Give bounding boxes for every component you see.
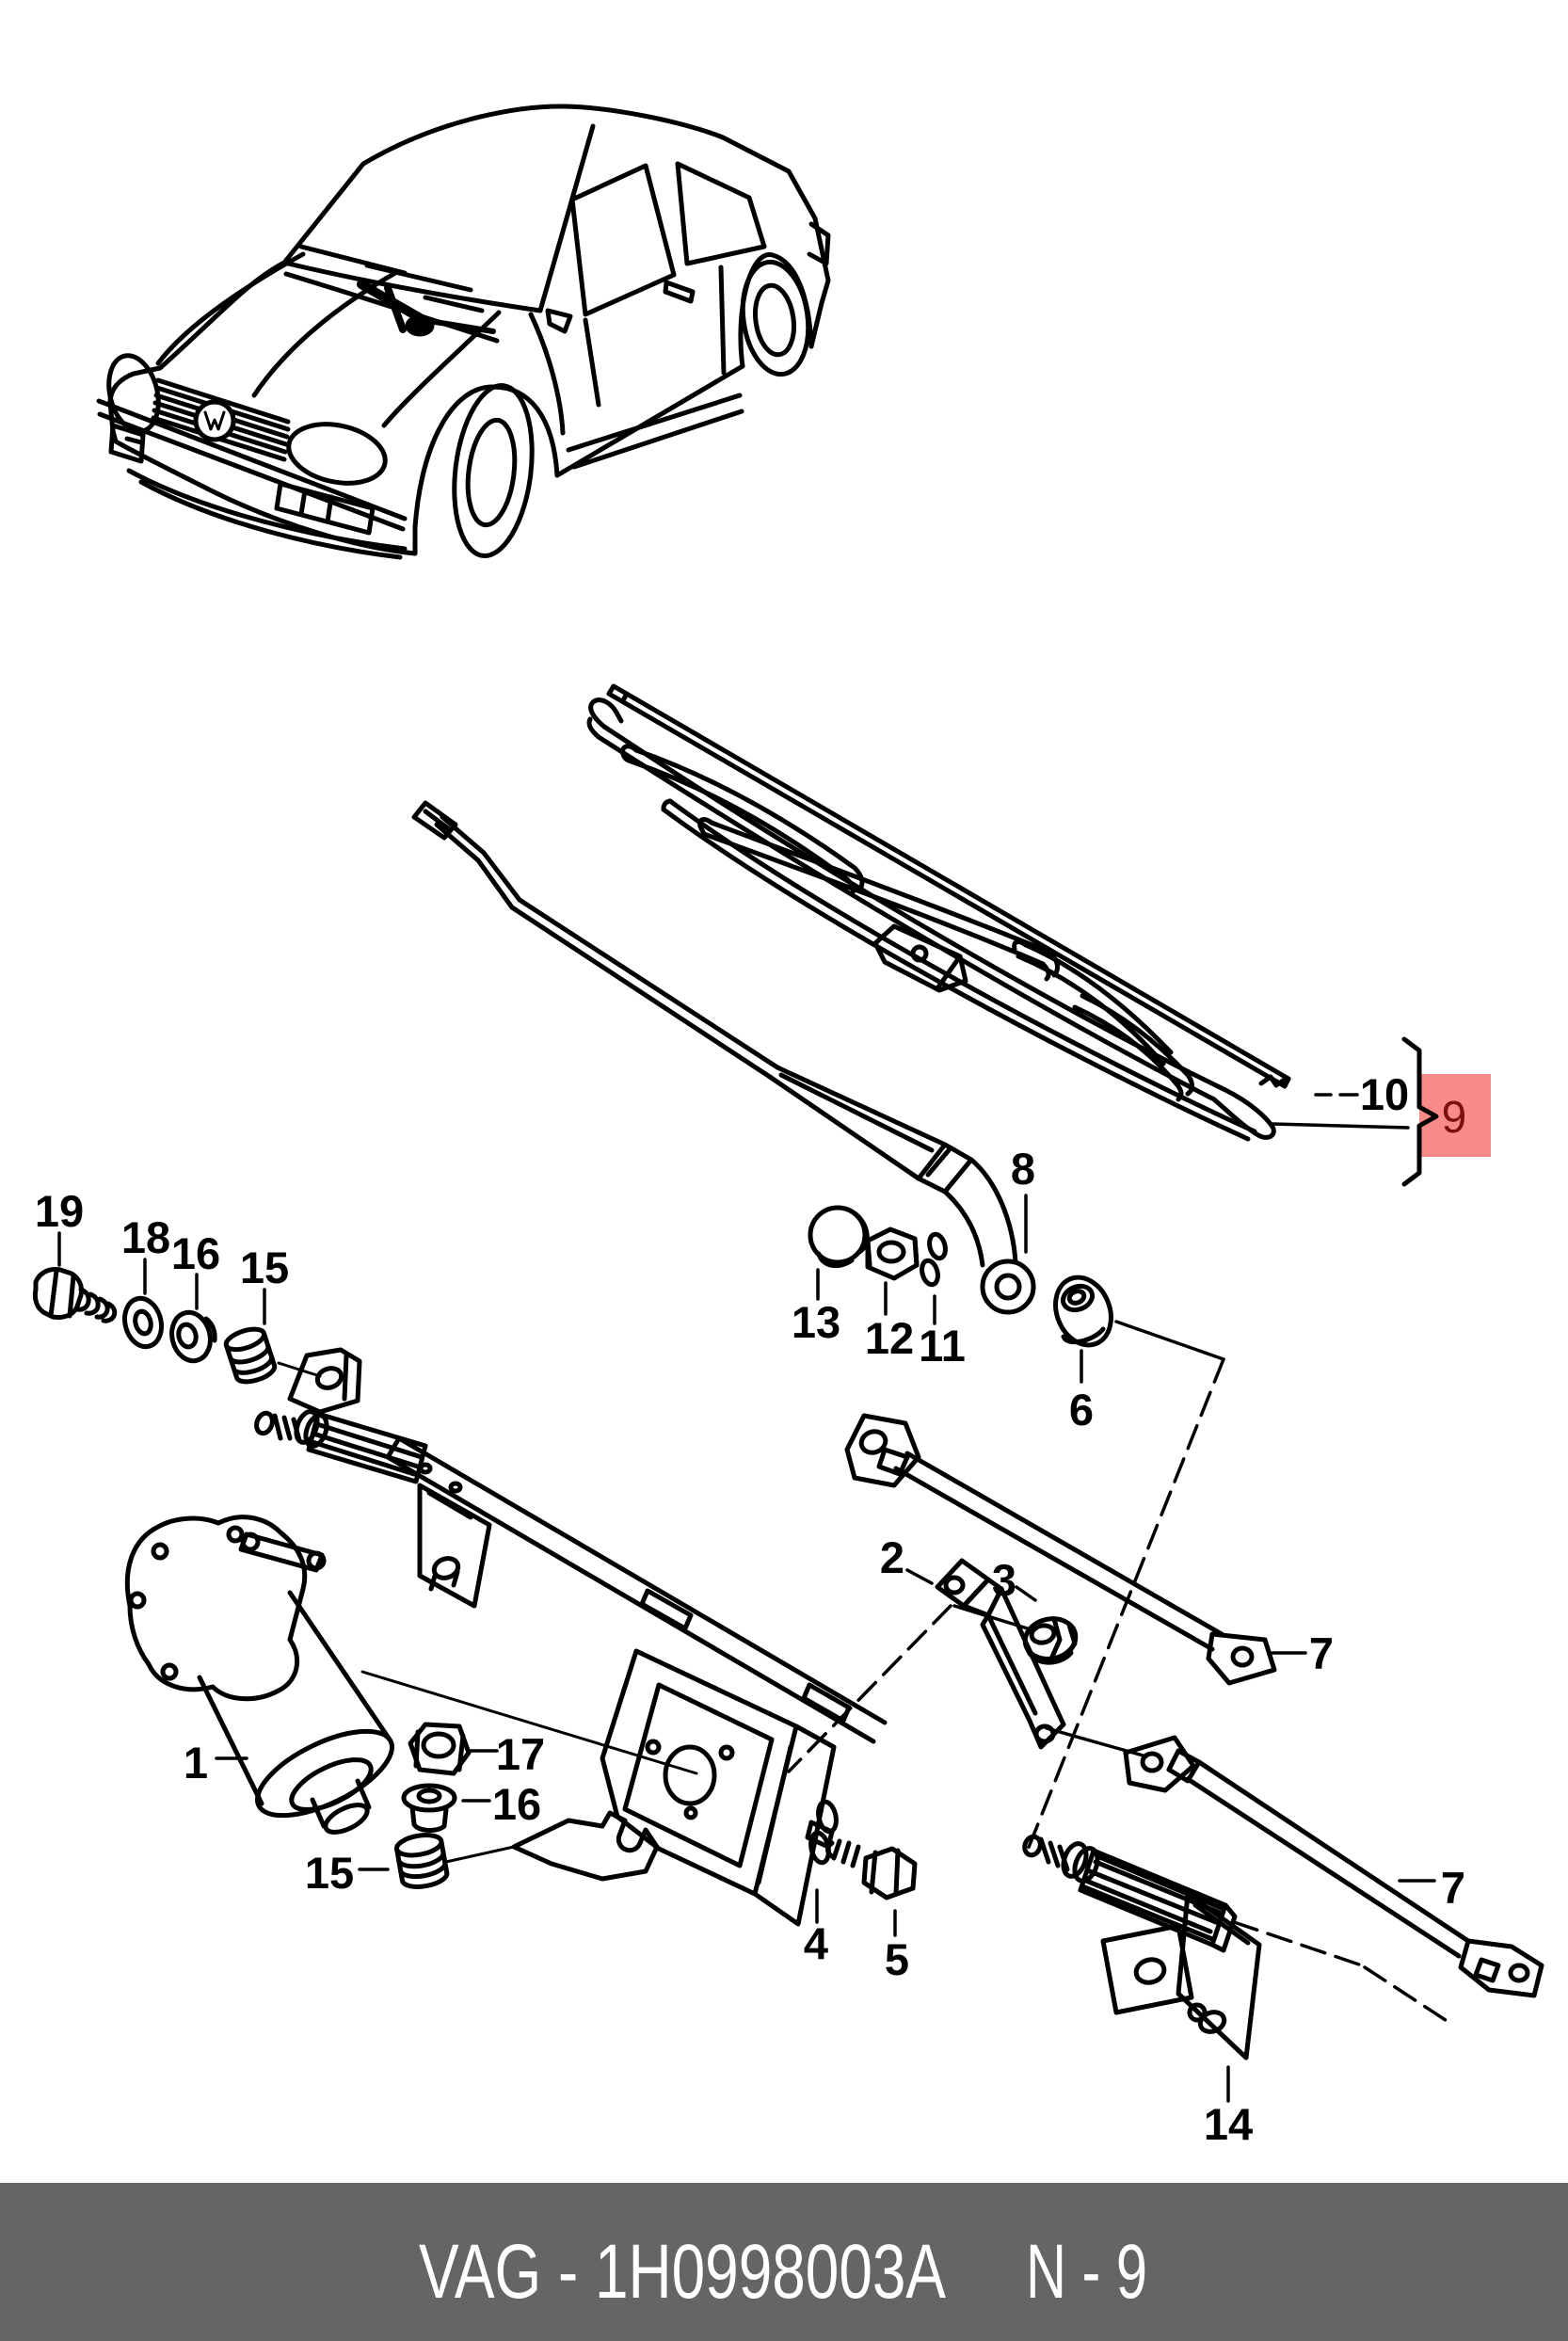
svg-text:9: 9 <box>1442 1093 1467 1143</box>
svg-text:15: 15 <box>240 1243 289 1292</box>
svg-text:3: 3 <box>992 1555 1016 1605</box>
svg-text:15: 15 <box>305 1848 354 1898</box>
svg-text:17: 17 <box>496 1729 545 1779</box>
svg-text:6: 6 <box>1069 1385 1094 1435</box>
svg-text:7: 7 <box>1441 1863 1465 1913</box>
svg-text:5: 5 <box>885 1934 909 1984</box>
svg-text:11: 11 <box>919 1321 966 1371</box>
svg-text:16: 16 <box>492 1779 541 1829</box>
svg-text:7: 7 <box>1309 1628 1334 1678</box>
svg-text:VAG - 1H0998003A: VAG - 1H0998003A <box>419 2229 946 2315</box>
svg-text:18: 18 <box>121 1212 170 1262</box>
svg-text:N - 9: N - 9 <box>1026 2229 1147 2315</box>
svg-text:1: 1 <box>184 1738 208 1788</box>
svg-text:10: 10 <box>1360 1069 1409 1119</box>
svg-text:19: 19 <box>35 1186 84 1236</box>
svg-text:13: 13 <box>792 1297 840 1347</box>
svg-text:16: 16 <box>171 1228 220 1278</box>
svg-text:4: 4 <box>804 1918 828 1968</box>
svg-text:2: 2 <box>880 1532 904 1582</box>
svg-text:12: 12 <box>865 1313 914 1363</box>
svg-text:8: 8 <box>1011 1144 1035 1194</box>
svg-text:14: 14 <box>1204 2099 1253 2149</box>
